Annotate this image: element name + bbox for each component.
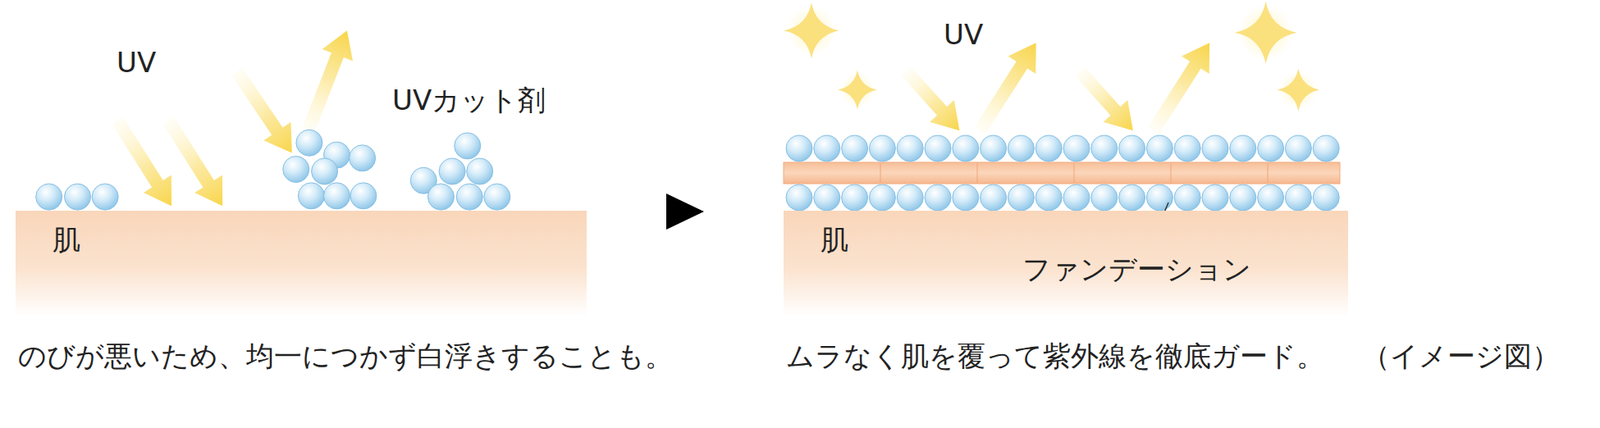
uv-particle [1257,135,1285,162]
uv-label: UV [943,18,983,52]
uv-particle [324,182,351,210]
skin-label: 肌 [52,223,587,257]
foundation-layer [783,162,1340,184]
uv-particle [924,135,951,162]
uv-label: UV [116,45,156,80]
uv-particle [868,135,896,162]
uv-particle [1202,135,1229,162]
uv-particle [36,183,63,211]
uv-particle [454,132,481,160]
uv-particle [1174,184,1201,211]
uv-particle [1063,135,1090,162]
uv-particle [841,135,869,162]
uv-particle [1312,135,1340,162]
uv-particle [952,135,979,162]
uv-particle [1229,184,1257,211]
uv-particle [952,184,979,211]
uv-particle [1174,135,1201,162]
uv-particle [1063,184,1090,211]
uv-particle [924,184,951,211]
uv-particle [1284,135,1312,162]
uv-arrow [301,30,353,133]
uv-particle [427,183,454,211]
uv-arrow [974,42,1037,134]
uv-particle [1257,184,1285,211]
uv-particle [786,184,813,211]
uv-particle [1312,184,1340,211]
uv-particle [350,182,377,210]
sparkle [1276,68,1320,111]
foundation-seam [1074,163,1075,183]
uv-particle [1119,135,1146,162]
uv-particle [1146,135,1173,162]
uv-particle [1091,184,1118,211]
uv-arrow [111,117,172,207]
uv-particle [349,145,376,172]
uv-particle [1007,184,1034,211]
skin-label: 肌 [820,223,1349,257]
foundation-label: ファンデーション [1022,252,1252,287]
uv-particle [813,184,841,211]
uv-particle [841,184,869,211]
uv-particle [1146,184,1173,211]
sparkle [783,2,840,59]
uv-particle [1119,184,1146,211]
caption: のびが悪いため、均一につかず白浮きすることも。 [18,339,673,374]
uv-particle [456,183,483,211]
uv-particle [1035,135,1062,162]
uv-arrow [901,67,960,131]
agent-label: UVカット剤 [392,83,546,118]
uv-particle [1007,135,1034,162]
caption: ムラなく肌を覆って紫外線を徹底ガード。 [786,339,1325,374]
uv-particle [1229,135,1257,162]
uv-particle [868,184,896,211]
uv-particle [980,184,1007,211]
uv-particle [283,156,310,183]
uv-particle [1284,184,1312,211]
next-arrow [666,193,704,230]
uv-particle [1202,184,1229,211]
uv-arrow [1074,67,1134,131]
note: （イメージ図） [1362,339,1560,374]
foundation-seam [1170,163,1172,183]
uv-particle [1091,135,1118,162]
uv-particle [813,135,841,162]
uv-particle [91,183,119,211]
foundation-seam [880,163,882,183]
uv-particle [484,183,511,211]
uv-particle [980,135,1007,162]
sparkle [1234,1,1298,64]
uv-arrow [162,117,223,207]
uv-particle [786,135,813,162]
uv-arrow [1147,42,1210,134]
uv-particle [896,184,924,211]
uv-particle [311,158,339,185]
uv-particle [297,182,325,210]
uv-particle [466,158,494,185]
uv-arrow [231,68,293,154]
foundation-seam [1267,163,1269,183]
uv-particle [64,183,92,211]
uv-particle [1035,184,1062,211]
uv-particle [896,135,924,162]
skin-band: 肌 [15,210,587,317]
foundation-seam [977,163,979,183]
uv-particle [296,129,323,156]
uv-particle [438,158,466,185]
sparkle [837,69,878,110]
